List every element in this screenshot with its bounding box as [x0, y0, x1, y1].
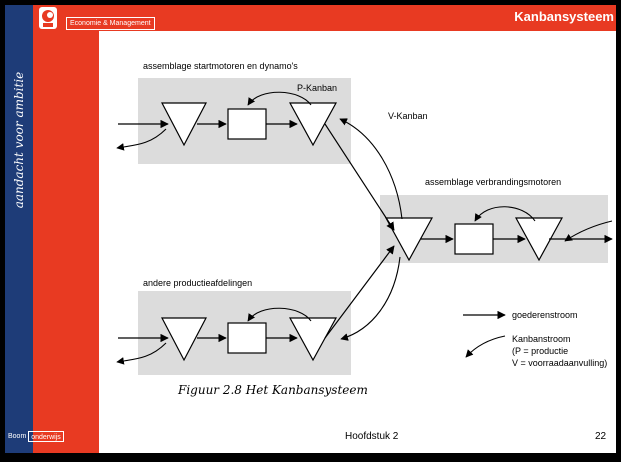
legend-v-definition: V = voorraadaanvulling) — [512, 358, 607, 368]
p-kanban-arrow — [474, 206, 536, 222]
footer-onderwijs-label: onderwijs — [28, 431, 64, 442]
sidebar-red-band — [33, 5, 99, 453]
legend-kanban-arrow — [465, 335, 506, 358]
p-kanban-label: P-Kanban — [297, 83, 337, 93]
process-box — [227, 108, 267, 140]
footer-boom-label: Boom — [8, 431, 27, 442]
goods-arrow-top-to-right — [324, 123, 395, 231]
slide-title: Kanbansysteem — [514, 9, 614, 24]
stock-triangle — [161, 317, 207, 362]
stock-triangle — [288, 102, 338, 147]
group-right-label: assemblage verbrandingsmotoren — [425, 177, 561, 187]
v-kanban-arrow-top — [339, 118, 403, 220]
v-kanban-label: V-Kanban — [388, 111, 428, 121]
kanban-in-arrow — [564, 220, 613, 242]
legend-kanban-label: Kanbanstroom — [512, 334, 571, 344]
sidebar-blue-band — [5, 5, 33, 453]
kanban-diagram: assemblage startmotoren en dynamo's ande… — [116, 61, 613, 397]
page-number: 22 — [595, 431, 607, 442]
stock-triangle — [288, 317, 338, 362]
chapter-label: Hoofdstuk 2 — [345, 431, 399, 442]
group-bottom-label: andere productieafdelingen — [143, 278, 252, 288]
p-kanban-arrow — [247, 307, 312, 322]
stock-triangle — [384, 217, 434, 262]
stock-triangle — [161, 102, 207, 147]
legend-goods-label: goederenstroom — [512, 310, 578, 320]
goods-arrow-bottom-to-right — [324, 245, 395, 339]
brand-label: Economie & Management — [66, 17, 155, 30]
logo-icon — [39, 7, 57, 29]
slide: Economie & Management Kanbansysteem aand… — [5, 5, 616, 453]
process-box — [454, 223, 494, 255]
figure-caption: Figuur 2.8 Het Kanbansysteem — [177, 383, 368, 397]
p-kanban-arrow — [247, 91, 312, 106]
process-box — [227, 322, 267, 354]
kanban-out-arrow — [116, 342, 167, 365]
header-bar — [33, 5, 616, 31]
legend-p-definition: (P = productie — [512, 346, 568, 356]
kanban-out-arrow — [116, 128, 167, 151]
group-top-label: assemblage startmotoren en dynamo's — [143, 61, 298, 71]
v-kanban-arrow-bottom — [340, 256, 401, 341]
